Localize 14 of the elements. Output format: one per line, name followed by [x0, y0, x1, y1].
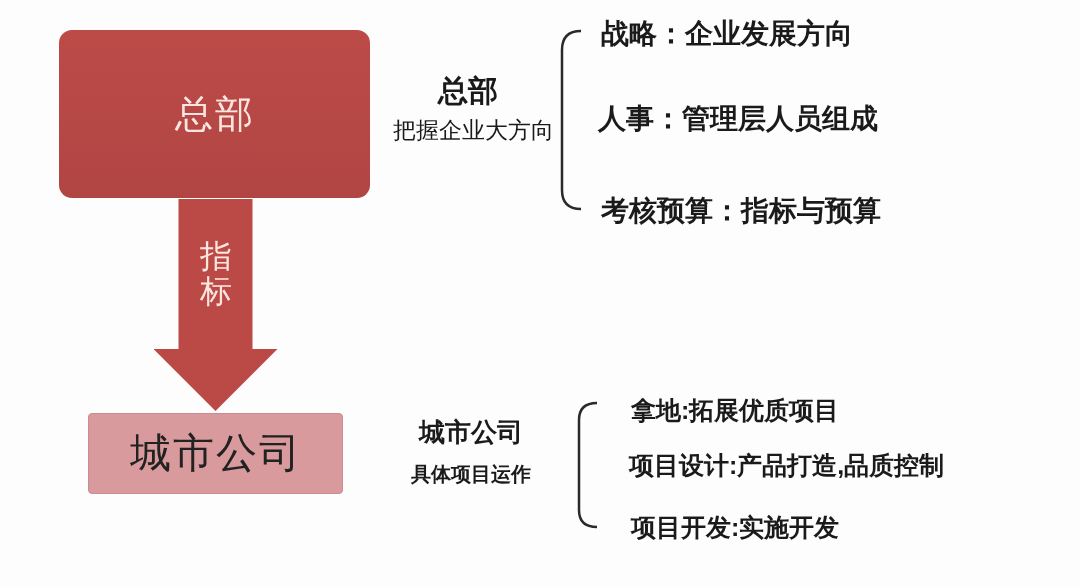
process-box: 城市公司: [88, 413, 343, 494]
list-item: 战略：企业发展方向: [601, 17, 853, 51]
list-item: 考核预算：指标与预算: [601, 194, 881, 228]
section-subtitle: 具体项目运作: [411, 462, 531, 486]
list-item: 拿地:拓展优质项目: [631, 395, 840, 425]
list-item: 项目设计:产品打造,品质控制: [629, 450, 945, 480]
process-box: 总部: [59, 30, 370, 198]
section-heading: 总部: [438, 73, 498, 109]
list-item: 项目开发:实施开发: [631, 512, 840, 542]
section-subtitle: 把握企业大方向: [393, 116, 554, 144]
block-arrow: [153, 199, 278, 411]
section-heading: 城市公司: [419, 418, 523, 448]
edge-label: 指标: [198, 238, 233, 310]
list-item: 人事：管理层人员组成: [598, 102, 878, 136]
